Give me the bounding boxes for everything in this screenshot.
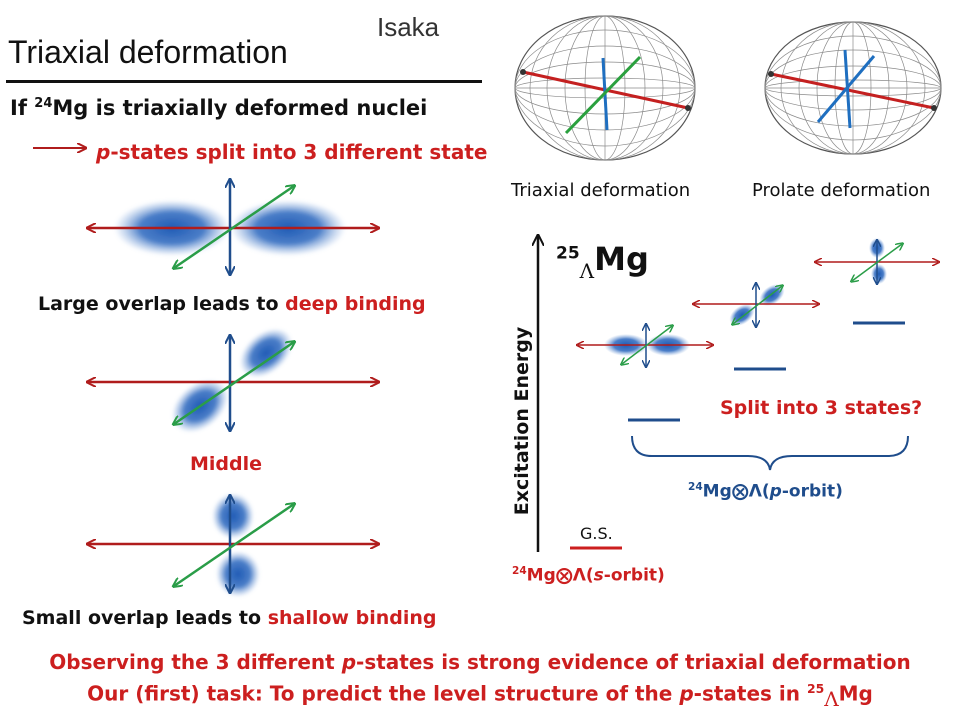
- energy-axis-label: Excitation Energy: [511, 326, 533, 516]
- split-statement: p-states split into 3 different state: [96, 140, 488, 164]
- caption-large-overlap-text: Large overlap leads to: [38, 293, 286, 315]
- footer-mg: Mg: [838, 681, 873, 706]
- p-orbit-mass: 24: [688, 481, 703, 493]
- prolate-shape-label: Prolate deformation: [752, 180, 931, 201]
- nucleus-name: Mg: [594, 240, 649, 278]
- orbital-panel-middle: [88, 328, 378, 433]
- author-name: Isaka: [377, 12, 440, 42]
- footer-lambda: Λ: [824, 686, 839, 711]
- p-orbit-text: Mg⨂Λ(: [702, 481, 770, 502]
- split-p-letter: p: [96, 140, 111, 164]
- footer-line-1-b: -states is strong evidence of triaxial d…: [356, 650, 911, 674]
- headline-mass-number: 24: [34, 96, 53, 111]
- orbital-panel-small-overlap: [88, 493, 378, 597]
- nucleus-lambda: Λ: [579, 259, 595, 283]
- prolate-shape-figure: [764, 21, 942, 155]
- headline-prefix: If: [10, 96, 35, 120]
- ground-state-label: G.S.: [580, 524, 613, 543]
- orbital-panel-large-overlap: [88, 180, 378, 274]
- nucleus-label: 25ΛMg: [556, 240, 649, 283]
- level-orbital-icon-3: [816, 238, 938, 284]
- s-orbit-text: Mg⨂Λ(: [526, 565, 594, 586]
- s-orbit-mass: 24: [512, 565, 527, 577]
- headline-suffix: Mg is triaxially deformed nuclei: [52, 96, 428, 120]
- triaxial-shape-figure: [514, 15, 696, 161]
- footer-line-2-a: Our (first) task: To predict the level s…: [87, 681, 680, 706]
- s-orbit-letter: s: [593, 565, 604, 586]
- level-orbital-icon-2: [694, 280, 818, 331]
- footer-mass-number: 25: [806, 681, 825, 696]
- caption-shallow-binding: shallow binding: [267, 607, 437, 629]
- caption-small-overlap-text: Small overlap leads to: [22, 607, 268, 629]
- p-orbit-brace: [631, 435, 909, 471]
- slide-title: Triaxial deformation: [8, 34, 288, 70]
- footer-line-1-a: Observing the 3 different: [49, 650, 342, 674]
- triaxial-shape-label: Triaxial deformation: [511, 180, 691, 201]
- caption-large-overlap: Large overlap leads to deep binding: [38, 293, 426, 315]
- split-rest: -states split into 3 different state: [110, 140, 488, 164]
- caption-middle: Middle: [190, 453, 263, 475]
- split-question: Split into 3 states?: [720, 397, 923, 419]
- p-orbit-letter: p: [769, 481, 782, 502]
- footer-line-2-b: -states in: [693, 681, 807, 706]
- footer-line-2-p: p: [679, 681, 694, 706]
- footer-line-1: Observing the 3 different p-states is st…: [0, 650, 960, 674]
- nucleus-mass-number: 25: [556, 243, 580, 264]
- headline: If 24Mg is triaxially deformed nuclei: [10, 96, 427, 120]
- level-orbital-icon-1: [578, 325, 712, 366]
- caption-deep-binding: deep binding: [285, 293, 426, 315]
- footer-line-2: Our (first) task: To predict the level s…: [0, 681, 960, 711]
- p-orbit-label: 24Mg⨂Λ(p-orbit): [688, 481, 843, 502]
- title-underline: [6, 80, 482, 83]
- footer-line-1-p: p: [341, 650, 357, 674]
- s-orbit-label: 24Mg⨂Λ(s-orbit): [512, 565, 665, 586]
- caption-small-overlap: Small overlap leads to shallow binding: [22, 607, 436, 629]
- s-orbit-end: -orbit): [603, 565, 665, 586]
- p-orbit-end: -orbit): [781, 481, 843, 502]
